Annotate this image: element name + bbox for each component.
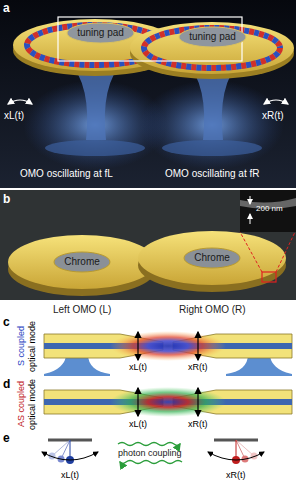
motion-label: xR(t) [188,362,208,372]
motion-label: xL(t) [4,110,24,122]
panel-letter: c [3,316,10,330]
pad-ellipse-shape [179,27,246,47]
mode-name: S coupled [16,326,26,366]
panel-letter: d [3,378,10,392]
disc-pad: Chrome [183,247,241,269]
panel-letter: a [3,2,10,16]
mode-name: AS coupled [16,381,26,427]
disc-pad: tuning pad [66,22,135,44]
pad-label: tuning pad [178,31,247,43]
oscillator-caption: OMO oscillating at fL [20,168,113,180]
motion-label: xL(t) [129,362,147,372]
motion-label: xR(t) [262,110,284,122]
pad-label: Chrome [183,252,241,264]
motion-label: xR(t) [226,470,246,480]
device-name: Left OMO (L) [53,304,111,316]
motion-label: xL(t) [61,470,79,480]
mode-name: optical mode [27,379,37,430]
scale-label: 200 nm [256,204,283,213]
motion-label: xL(t) [129,419,147,429]
oscillator-caption: OMO oscillating at fR [165,168,259,180]
pad-ellipse-shape [54,252,110,272]
pad-ellipse-shape [184,248,240,268]
disc-pad: tuning pad [178,26,247,48]
pad-label: tuning pad [66,27,135,39]
coupling-label: photon coupling [118,448,182,458]
mode-name: optical mode [27,321,37,372]
pad-ellipse-shape [67,23,134,43]
panel-letter: e [3,432,10,446]
pad-label: Chrome [53,256,111,268]
motion-label: xR(t) [188,419,208,429]
disc-pad: Chrome [53,251,111,273]
device-name: Right OMO (R) [179,304,246,316]
panel-letter: b [3,193,10,207]
